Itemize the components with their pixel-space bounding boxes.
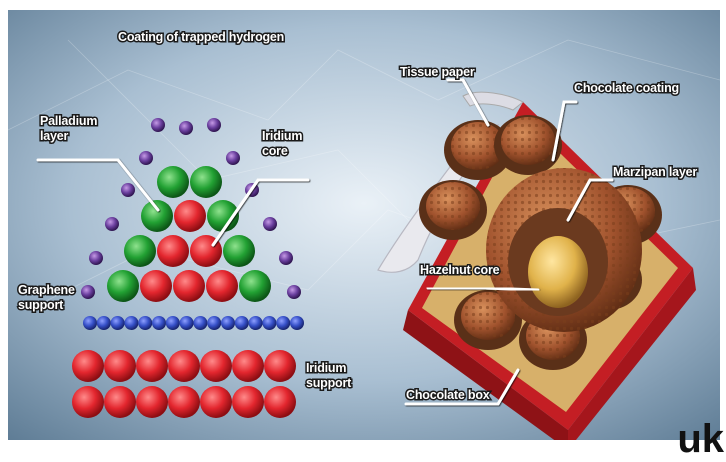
hydrogen-atom bbox=[139, 151, 153, 165]
graphene-atom bbox=[180, 316, 194, 330]
iridium-support-atom bbox=[200, 350, 232, 382]
graphene-atom bbox=[97, 316, 111, 330]
iridium-support-atom bbox=[264, 350, 296, 382]
iridium-support-atom bbox=[136, 350, 168, 382]
hydrogen-atom bbox=[81, 285, 95, 299]
graphene-atom bbox=[111, 316, 125, 330]
label-palladium-2: layer bbox=[40, 129, 69, 143]
iridium-core-atom bbox=[140, 270, 172, 302]
palladium-atom bbox=[190, 166, 222, 198]
iridium-core-atom bbox=[174, 200, 206, 232]
hydrogen-atom bbox=[226, 151, 240, 165]
palladium-atom bbox=[124, 235, 156, 267]
graphene-atom bbox=[138, 316, 152, 330]
hydrogen-atom bbox=[207, 118, 221, 132]
label-graphene-2: support bbox=[18, 298, 64, 312]
iridium-core-atom bbox=[206, 270, 238, 302]
label-iridium-support-1: Iridium bbox=[306, 361, 346, 375]
graphene-atom bbox=[290, 316, 304, 330]
hydrogen-atom bbox=[121, 183, 135, 197]
palladium-atom bbox=[223, 235, 255, 267]
graphene-atom bbox=[166, 316, 180, 330]
label-coating: Coating of trapped hydrogen bbox=[118, 30, 284, 44]
iridium-support-atom bbox=[72, 386, 104, 418]
palladium-atom bbox=[239, 270, 271, 302]
label-graphene-1: Graphene bbox=[18, 283, 75, 297]
iridium-support-atom bbox=[264, 386, 296, 418]
label-marzipan: Marzipan layer bbox=[613, 165, 697, 179]
label-chocolate-coating: Chocolate coating bbox=[574, 81, 679, 95]
scene: Coating of trapped hydrogen Palladium la… bbox=[8, 10, 720, 440]
featured-chocolate bbox=[486, 168, 642, 332]
hydrogen-atom bbox=[263, 217, 277, 231]
chocolate-texture bbox=[501, 117, 555, 165]
hydrogen-atom bbox=[179, 121, 193, 135]
chocolate-texture bbox=[426, 182, 480, 230]
palladium-atom bbox=[107, 270, 139, 302]
graphene-atom bbox=[207, 316, 221, 330]
hydrogen-atom bbox=[89, 251, 103, 265]
iridium-support-atom bbox=[232, 350, 264, 382]
palladium-atom bbox=[157, 166, 189, 198]
graphene-atom bbox=[276, 316, 290, 330]
hydrogen-atom bbox=[151, 118, 165, 132]
iridium-core-atom bbox=[157, 235, 189, 267]
graphene-atom bbox=[152, 316, 166, 330]
iridium-support-atom bbox=[104, 386, 136, 418]
iridium-support-atom bbox=[168, 386, 200, 418]
iridium-support-atom bbox=[72, 350, 104, 382]
graphene-atom bbox=[124, 316, 138, 330]
graphene-atom bbox=[193, 316, 207, 330]
label-iridium-support-2: support bbox=[306, 376, 352, 390]
iridium-support-atom bbox=[232, 386, 264, 418]
graphene-atom bbox=[221, 316, 235, 330]
label-box: Chocolate box bbox=[406, 388, 490, 402]
watermark: uk bbox=[677, 417, 724, 462]
label-palladium-1: Palladium bbox=[40, 114, 97, 128]
iridium-support-atom bbox=[168, 350, 200, 382]
label-tissue: Tissue paper bbox=[400, 65, 475, 79]
label-iridium-core-1: Iridium bbox=[262, 129, 302, 143]
graphene-atom bbox=[83, 316, 97, 330]
iridium-support-atom bbox=[136, 386, 168, 418]
graphene-atom bbox=[262, 316, 276, 330]
label-iridium-core-2: core bbox=[262, 144, 288, 158]
hydrogen-atom bbox=[287, 285, 301, 299]
iridium-support-atom bbox=[104, 350, 136, 382]
hazelnut bbox=[528, 236, 588, 308]
palladium-atom bbox=[141, 200, 173, 232]
hydrogen-atom bbox=[279, 251, 293, 265]
iridium-support-atom bbox=[200, 386, 232, 418]
hydrogen-atom bbox=[105, 217, 119, 231]
graphene-atom bbox=[235, 316, 249, 330]
graphene-atom bbox=[249, 316, 263, 330]
iridium-core-atom bbox=[173, 270, 205, 302]
label-hazelnut: Hazelnut core bbox=[420, 263, 500, 277]
